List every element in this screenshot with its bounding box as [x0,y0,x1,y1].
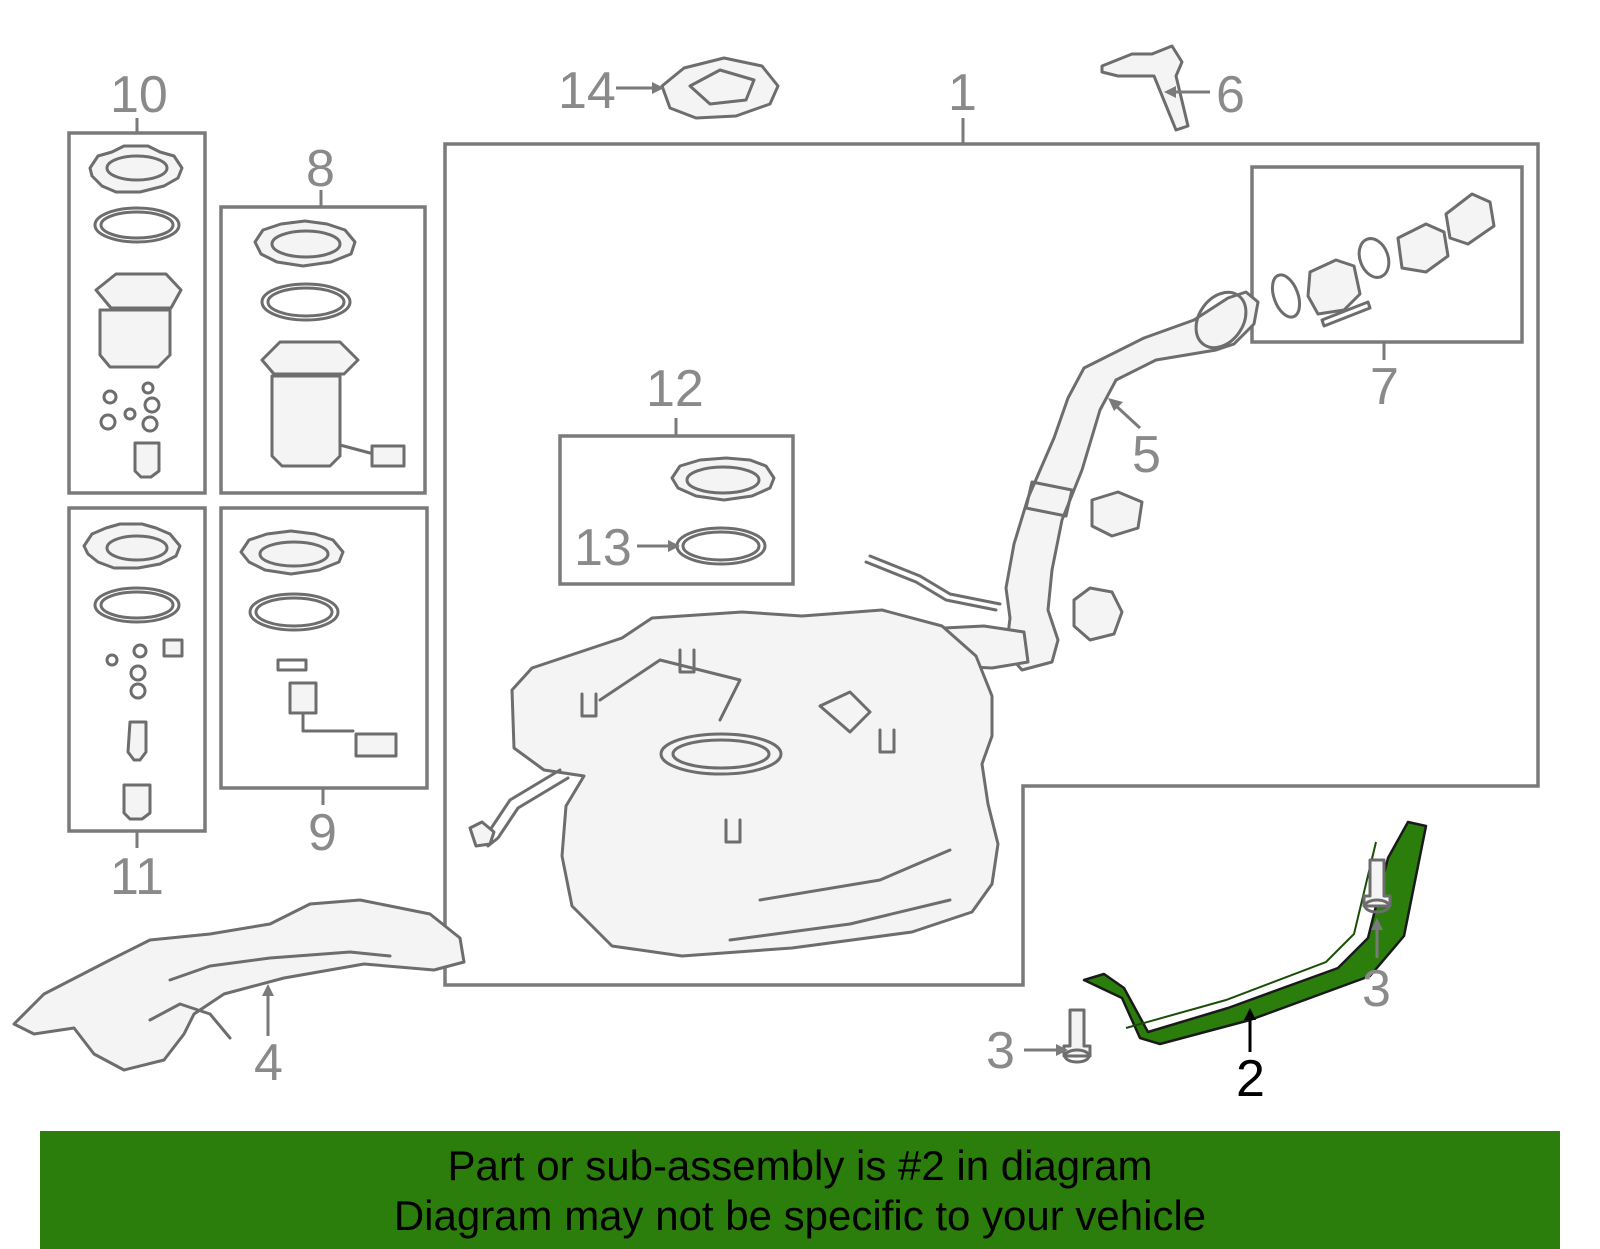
box-8 [219,205,427,495]
tank-assembly-box [443,142,1540,987]
callout-8: 8 [306,140,335,198]
callout-3-left: 3 [986,1022,1015,1080]
callout-3-right: 3 [1362,960,1391,1018]
part-12-components [670,456,776,502]
callout-12: 12 [646,360,704,418]
callout-13: 13 [574,519,632,577]
part-4-heat-shield [12,898,466,1072]
banner-line-2: Diagram may not be specific to your vehi… [393,1192,1207,1239]
filler-caps [1072,490,1144,642]
info-banner: Part or sub-assembly is #2 in diagram Di… [40,1131,1560,1249]
part-2-fuel-tank-strap [1082,820,1428,1046]
callout-4: 4 [254,1034,283,1092]
part-14-plate [660,56,780,120]
part-9-components [239,529,398,758]
bolt-3-right [1362,858,1392,914]
callout-2: 2 [1236,1050,1265,1108]
part-5-filler-pipe [864,290,1260,672]
callout-11: 11 [110,848,164,906]
part-13-oring [675,526,767,566]
bolt-3-left [1062,1008,1092,1064]
callout-1: 1 [948,64,977,122]
part-6-bracket [1100,44,1190,132]
part-7-components [1270,192,1496,328]
part-8-components [253,219,406,468]
callout-14: 14 [558,62,616,120]
callout-7: 7 [1370,358,1399,416]
callout-6: 6 [1216,66,1245,124]
callout-9: 9 [308,804,337,862]
box-7 [1250,165,1524,344]
fuel-tank [468,608,1000,958]
callout-5: 5 [1132,426,1161,484]
part-10-components [88,144,184,479]
banner-line-1: Part or sub-assembly is #2 in diagram [447,1142,1153,1189]
callout-10: 10 [110,66,168,124]
part-11-components [82,522,184,821]
